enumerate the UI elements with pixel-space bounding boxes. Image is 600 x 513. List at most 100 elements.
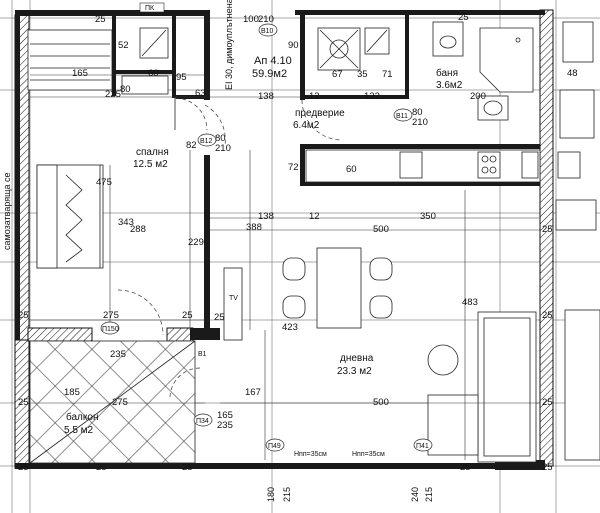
dim-text: 35 bbox=[357, 69, 368, 80]
dim-text: 185 bbox=[64, 387, 80, 398]
dim-text: 25 bbox=[18, 397, 29, 408]
dim-text: 388 bbox=[246, 222, 262, 233]
dim-text: 210 bbox=[215, 143, 231, 154]
dim-text: 235 bbox=[217, 420, 233, 431]
bath-fixtures bbox=[317, 21, 595, 139]
dim-text: 60 bbox=[148, 68, 159, 79]
bed bbox=[36, 164, 104, 269]
dim-text: 180 bbox=[266, 487, 276, 502]
dim-text: 500 bbox=[373, 397, 389, 408]
dim-text: 12 bbox=[309, 211, 320, 222]
bath-area: 3.6м2 bbox=[436, 80, 463, 91]
dim-text: 48 bbox=[567, 68, 578, 79]
tag-b11: В11 bbox=[396, 113, 408, 120]
bedroom-name: спалня bbox=[136, 147, 169, 158]
dim-text: 100 bbox=[243, 14, 259, 25]
door-note: EI 30, димоуплътнена, самозатваряща се bbox=[224, 0, 234, 90]
dim-text: 25 bbox=[460, 462, 471, 473]
dim-text: 25 bbox=[542, 310, 553, 321]
dim-text: 60 bbox=[346, 164, 357, 175]
walls bbox=[15, 10, 545, 470]
dim-text: 52 bbox=[118, 40, 129, 51]
door-swings bbox=[117, 97, 343, 399]
dim-text: 500 bbox=[373, 224, 389, 235]
tag-b12: В12 bbox=[200, 138, 213, 145]
dim-text: 12 bbox=[309, 91, 320, 102]
tag-p149: П49 bbox=[268, 443, 281, 450]
dim-text: 63 bbox=[195, 88, 206, 99]
dim-text: 288 bbox=[130, 224, 146, 235]
dim-text: 225 bbox=[105, 89, 121, 100]
dim-text: 95 bbox=[176, 72, 187, 83]
dim-text: 71 bbox=[382, 69, 393, 80]
dim-text: 25 bbox=[182, 310, 193, 321]
kitchen-counter bbox=[305, 149, 597, 231]
dim-text: 215 bbox=[424, 487, 434, 502]
wardrobe bbox=[27, 27, 169, 95]
dim-text: 82 bbox=[186, 140, 197, 151]
top-label: ПК bbox=[145, 5, 155, 12]
living-name: дневна bbox=[340, 353, 374, 364]
living-furniture bbox=[427, 309, 600, 463]
dim-text: 67 bbox=[332, 69, 343, 80]
dimension-lines bbox=[30, 74, 540, 460]
dim-text: 165 bbox=[217, 410, 233, 421]
hall-name: предверие bbox=[295, 108, 345, 119]
dim-text: 25 bbox=[542, 462, 553, 473]
dim-text: 72 bbox=[288, 162, 299, 173]
tags: ПК В10 В11 В12 П150 П34 П49 П41 В1 TV Нп… bbox=[100, 2, 433, 458]
dim-text: 138 bbox=[258, 211, 274, 222]
dim-text: 215 bbox=[282, 487, 292, 502]
tag-b10: В10 bbox=[261, 28, 274, 35]
dim-text: 350 bbox=[420, 211, 436, 222]
dim-text: 25 bbox=[542, 397, 553, 408]
tag-p150: П150 bbox=[102, 326, 119, 333]
dim-text: 210 bbox=[258, 14, 274, 25]
dim-text: 343 bbox=[118, 217, 134, 228]
balcony-name: балкон bbox=[66, 411, 98, 423]
balcony-area: 5.5 м2 bbox=[64, 425, 94, 436]
tv-label: TV bbox=[229, 295, 238, 302]
room-labels: спалня 12.5 м2 предверие 6.4м2 баня 3.6м… bbox=[64, 67, 463, 436]
dim-text: 138 bbox=[258, 91, 274, 102]
apartment-title: Ап 4.10 bbox=[254, 55, 292, 67]
dim-text: 25 bbox=[182, 462, 193, 473]
hall-area: 6.4м2 bbox=[293, 120, 320, 131]
dim-text: 475 bbox=[96, 177, 112, 188]
bath-name: баня bbox=[436, 67, 458, 79]
dim-text: 275 bbox=[103, 310, 119, 321]
sill-label-1: Нпп=35см bbox=[294, 451, 327, 458]
dim-text: 165 bbox=[72, 68, 88, 79]
dim-text: 25 bbox=[458, 12, 469, 23]
dim-text: 240 bbox=[410, 487, 420, 502]
dim-text: 80 bbox=[412, 107, 423, 118]
dim-text: 167 bbox=[245, 387, 261, 398]
dim-text: 235 bbox=[110, 349, 126, 360]
dim-text: 423 bbox=[282, 322, 298, 333]
apartment-label: Ап 4.10 59.9м2 EI 30, димоуплътнена, сам… bbox=[2, 0, 292, 250]
bedroom-area: 12.5 м2 bbox=[133, 159, 168, 170]
dim-text: 122 bbox=[364, 91, 380, 102]
dim-text: 25 bbox=[18, 462, 29, 473]
dim-text: 25 bbox=[95, 14, 106, 25]
left-door-note: самозатваряща се bbox=[2, 172, 12, 250]
dim-text: 25 bbox=[18, 310, 29, 321]
tag-p134: П34 bbox=[196, 418, 209, 425]
sill-label-2: Нпп=35см bbox=[352, 451, 385, 458]
tag-b1: В1 bbox=[198, 351, 207, 358]
dim-text: 80 bbox=[120, 84, 131, 95]
dim-text: 25 bbox=[96, 462, 107, 473]
dim-text: 25 bbox=[542, 224, 553, 235]
dim-text: 90 bbox=[288, 40, 299, 51]
balcony-floor bbox=[29, 340, 196, 464]
dim-text: 80 bbox=[215, 133, 226, 144]
dim-text: 210 bbox=[412, 117, 428, 128]
dimension-labels: 25 52 165 60 95 225 80 63 138 90 80 210 … bbox=[18, 12, 578, 502]
dining-set bbox=[223, 247, 393, 341]
dim-text: 25 bbox=[214, 312, 225, 323]
tag-p141: П41 bbox=[416, 443, 429, 450]
apartment-area: 59.9м2 bbox=[252, 68, 287, 80]
dim-text: 229 bbox=[188, 237, 204, 248]
dim-text: 275 bbox=[112, 397, 128, 408]
